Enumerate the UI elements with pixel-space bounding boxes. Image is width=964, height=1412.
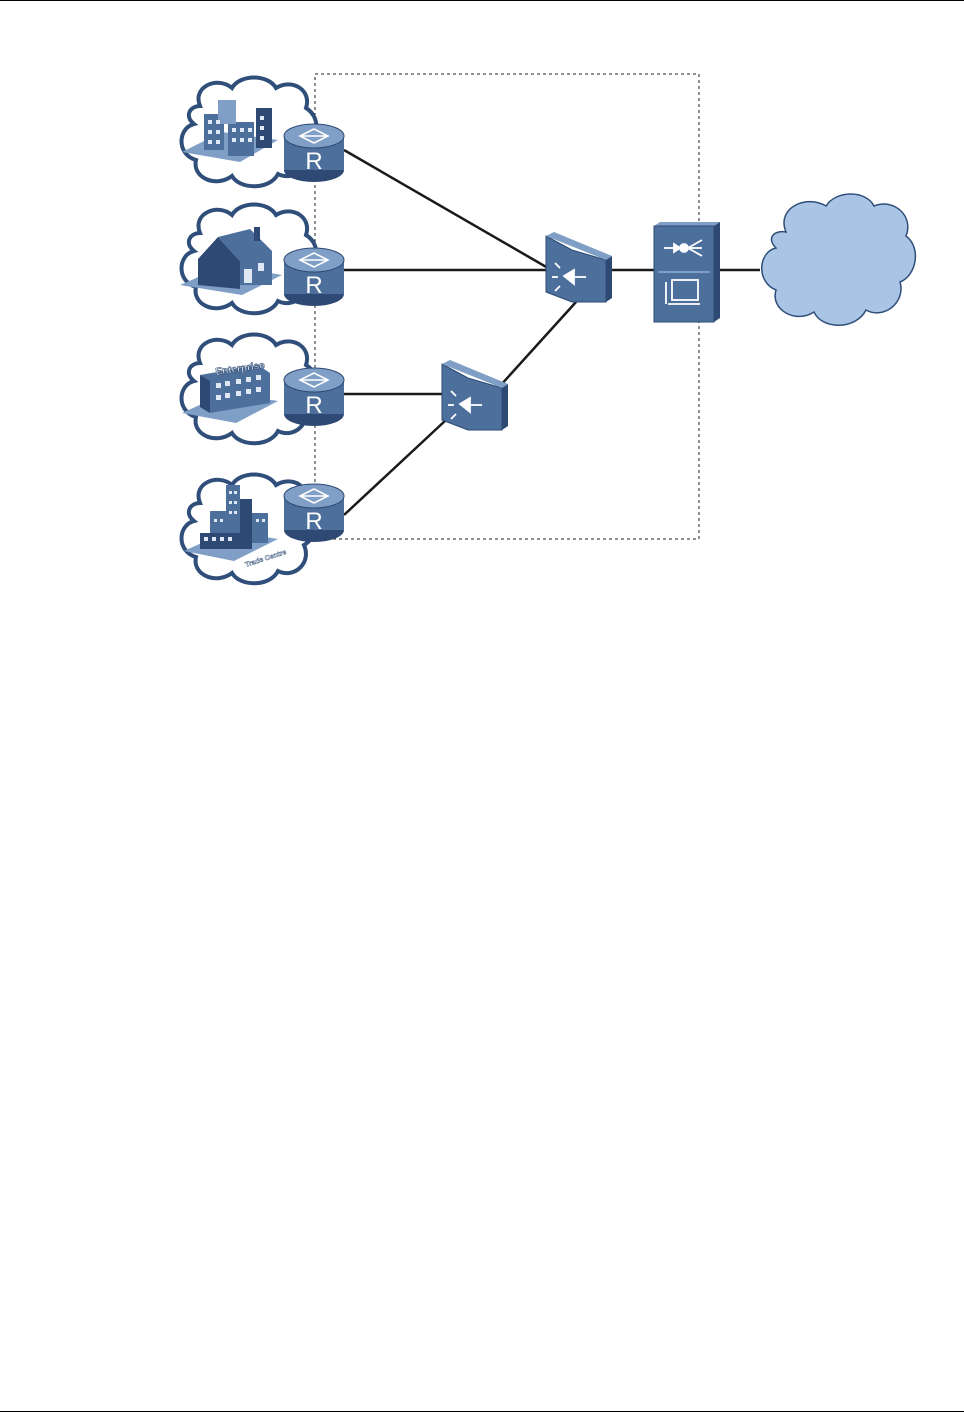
router-3[interactable]: R	[284, 368, 344, 426]
link-access-agg	[500, 302, 576, 386]
link-r1-agg	[344, 150, 548, 268]
router-3-letter: R	[305, 392, 322, 419]
access-switch[interactable]	[442, 360, 508, 430]
router-1-letter: R	[305, 148, 322, 175]
aggregation-switch-icon	[546, 232, 612, 302]
router-4[interactable]: R	[284, 484, 344, 542]
access-switch-icon	[442, 360, 508, 430]
network-cloud-icon	[762, 194, 916, 325]
network-boundary	[315, 74, 699, 539]
security-gateway-icon	[654, 222, 720, 322]
network-diagram: Enterprise Trade Centre R	[0, 0, 964, 620]
network-cloud	[762, 194, 916, 325]
link-r4-access	[344, 420, 446, 515]
aggregation-switch[interactable]	[546, 232, 612, 302]
router-1[interactable]: R	[284, 124, 344, 182]
security-gateway[interactable]	[654, 222, 720, 322]
router-2-letter: R	[305, 272, 322, 299]
router-4-letter: R	[305, 508, 322, 535]
links	[344, 150, 760, 515]
router-2[interactable]: R	[284, 248, 344, 306]
